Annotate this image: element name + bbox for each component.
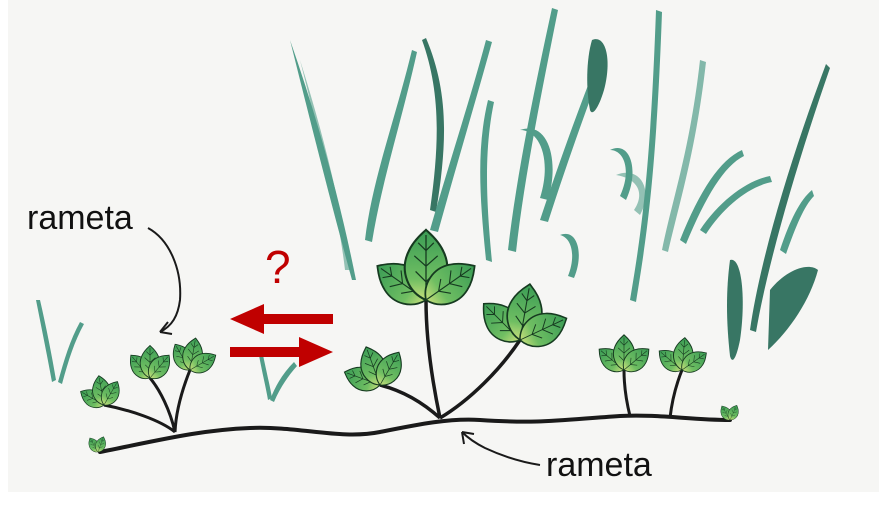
center-ramet-plant xyxy=(340,228,574,420)
arrow-left-icon xyxy=(230,304,333,334)
grass-cluster xyxy=(36,8,830,402)
paper-background xyxy=(8,0,879,492)
right-rameta-pointer xyxy=(461,431,541,466)
left-rameta-pointer-head xyxy=(159,321,173,335)
exchange-arrows xyxy=(230,304,333,367)
left-rameta-pointer xyxy=(147,227,182,333)
right-ramet-plants xyxy=(592,334,742,423)
right-rameta-label: rameta xyxy=(546,446,652,484)
left-rameta-label: rameta xyxy=(27,199,133,237)
stolon-runner xyxy=(98,413,732,454)
right-rameta-pointer-head xyxy=(461,431,475,445)
left-ramet-plant xyxy=(76,335,221,455)
arrow-right-icon xyxy=(230,337,333,367)
question-mark: ? xyxy=(265,241,291,293)
